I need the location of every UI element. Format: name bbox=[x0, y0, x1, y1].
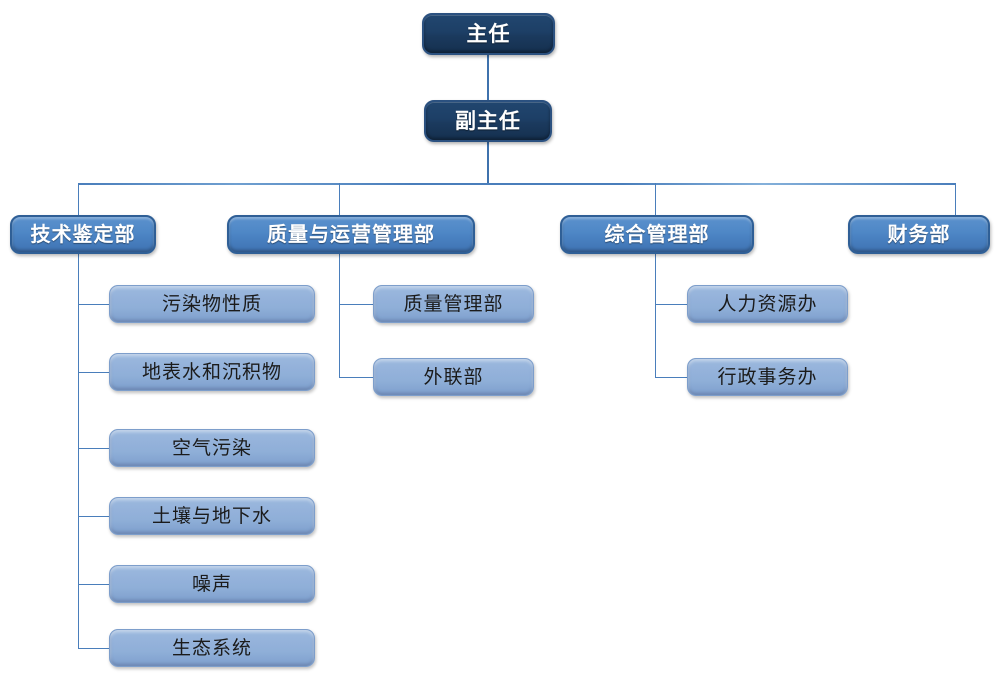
connector-drop-general-management bbox=[655, 183, 656, 216]
connector-director-to-deputy bbox=[487, 54, 489, 100]
node-deputy-director-label: 副主任 bbox=[455, 109, 521, 133]
node-ecosystem-label: 生态系统 bbox=[171, 637, 252, 659]
node-general-management[interactable]: 综合管理部 bbox=[560, 215, 754, 254]
connector-stub-human-resources bbox=[655, 304, 687, 305]
connector-spine-quality-operations-management bbox=[339, 252, 340, 377]
node-finance-label: 财务部 bbox=[887, 223, 951, 246]
node-administrative-affairs-label: 行政事务办 bbox=[717, 366, 818, 388]
connector-stub-ecosystem bbox=[78, 648, 109, 649]
node-human-resources-label: 人力资源办 bbox=[717, 293, 818, 315]
node-air-pollution[interactable]: 空气污染 bbox=[109, 429, 315, 467]
node-quality-management-label: 质量管理部 bbox=[403, 293, 504, 315]
connector-stub-noise bbox=[78, 584, 109, 585]
node-director-label: 主任 bbox=[466, 22, 511, 46]
node-finance[interactable]: 财务部 bbox=[848, 215, 990, 254]
node-ecosystem[interactable]: 生态系统 bbox=[109, 629, 315, 667]
connector-stub-quality-management bbox=[339, 304, 373, 305]
node-noise[interactable]: 噪声 bbox=[109, 565, 315, 603]
connector-drop-quality-operations-management bbox=[339, 183, 340, 216]
node-noise-label: 噪声 bbox=[191, 573, 232, 595]
node-surface-water-sediment-label: 地表水和沉积物 bbox=[141, 361, 282, 383]
connector-stub-external-liaison bbox=[339, 377, 373, 378]
connector-drop-finance bbox=[955, 183, 956, 216]
connector-stub-soil-groundwater bbox=[78, 516, 109, 517]
connector-spine-technical-appraisal bbox=[78, 252, 79, 649]
connector-drop-technical-appraisal bbox=[78, 183, 79, 216]
connector-stub-pollutant-properties bbox=[78, 304, 109, 305]
node-administrative-affairs[interactable]: 行政事务办 bbox=[687, 358, 848, 396]
node-quality-operations-management-label: 质量与运营管理部 bbox=[267, 223, 435, 246]
node-director[interactable]: 主任 bbox=[422, 13, 555, 55]
node-external-liaison[interactable]: 外联部 bbox=[373, 358, 534, 396]
connector-stub-surface-water-sediment bbox=[78, 372, 109, 373]
node-technical-appraisal[interactable]: 技术鉴定部 bbox=[10, 215, 156, 254]
connector-deputy-to-bus bbox=[487, 142, 489, 183]
node-quality-operations-management[interactable]: 质量与运营管理部 bbox=[227, 215, 475, 254]
node-soil-groundwater[interactable]: 土壤与地下水 bbox=[109, 497, 315, 535]
connector-stub-administrative-affairs bbox=[655, 377, 687, 378]
node-general-management-label: 综合管理部 bbox=[604, 223, 710, 246]
connector-spine-general-management bbox=[655, 252, 656, 377]
node-deputy-director[interactable]: 副主任 bbox=[424, 100, 552, 142]
node-air-pollution-label: 空气污染 bbox=[171, 437, 252, 459]
connector-stub-air-pollution bbox=[78, 448, 109, 449]
node-external-liaison-label: 外联部 bbox=[423, 366, 484, 388]
node-human-resources[interactable]: 人力资源办 bbox=[687, 285, 848, 323]
node-quality-management[interactable]: 质量管理部 bbox=[373, 285, 534, 323]
node-pollutant-properties[interactable]: 污染物性质 bbox=[109, 285, 315, 323]
node-surface-water-sediment[interactable]: 地表水和沉积物 bbox=[109, 353, 315, 391]
node-pollutant-properties-label: 污染物性质 bbox=[161, 293, 262, 315]
node-technical-appraisal-label: 技术鉴定部 bbox=[30, 223, 136, 246]
connector-horizontal-bus bbox=[78, 183, 956, 185]
node-soil-groundwater-label: 土壤与地下水 bbox=[151, 505, 272, 527]
